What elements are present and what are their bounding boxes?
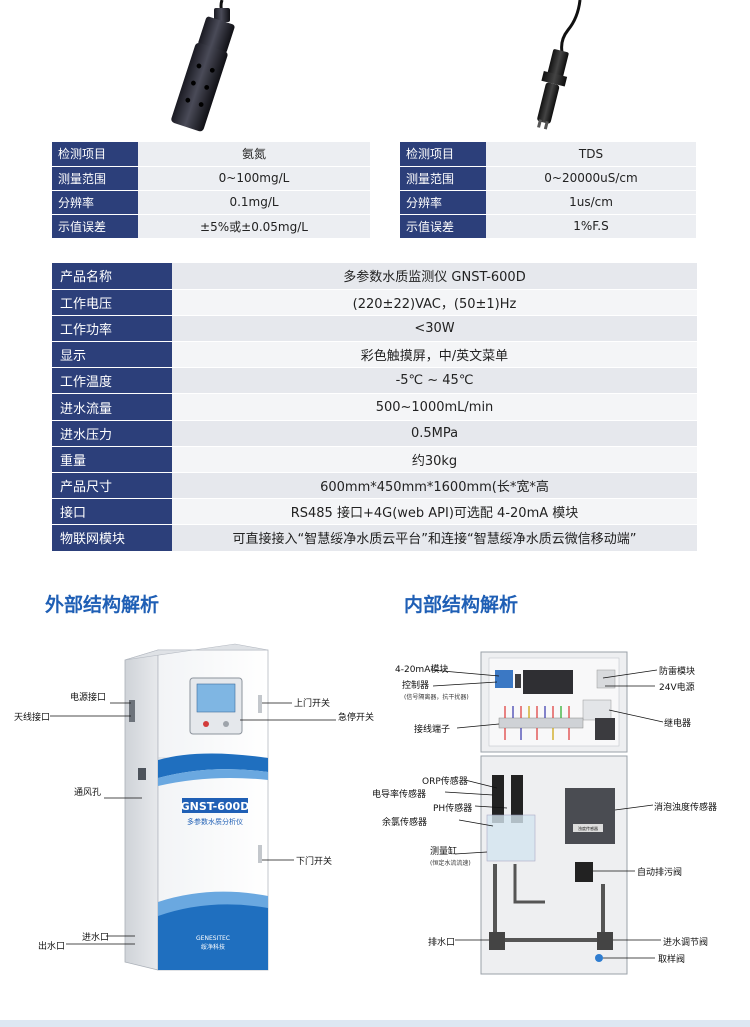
label-cylinder-note: (恒定水流流速) (430, 860, 471, 867)
label-24v-power: 24V电源 (659, 683, 695, 693)
ammonia-sensor-image (171, 0, 235, 132)
spec-key: 显示 (52, 341, 172, 369)
label-inlet-regulating-valve: 进水调节阀 (663, 938, 709, 948)
external-structure-title: 外部结构解析 (45, 594, 160, 616)
spec-value: 约30kg (172, 446, 697, 474)
label-auto-drain-valve: 自动排污阀 (637, 868, 683, 878)
spec-value: TDS (486, 142, 696, 167)
spec-key: 工作功率 (52, 315, 172, 343)
spec-value: 多参数水质监测仪 GNST-600D (172, 263, 697, 290)
label-measuring-cylinder: 测量缸 (430, 847, 458, 857)
label-relay: 继电器 (664, 719, 692, 729)
spec-value: -5℃ ~ 45℃ (172, 367, 697, 395)
internal-structure-diagram: 浊度传感器 (430, 651, 664, 975)
spec-value: 0~100mg/L (138, 166, 370, 191)
table-row: 示值误差±5%或±0.05mg/L (52, 214, 370, 239)
product-spec-table: 产品名称多参数水质监测仪 GNST-600D 工作电压(220±22)VAC，(… (52, 263, 697, 552)
label-controller: 控制器 (402, 681, 430, 691)
table-row: 检测项目氨氮 (52, 142, 370, 167)
spec-value: 可直接接入“智慧绥净水质云平台”和连接“智慧绥净水质云微信移动端” (172, 524, 697, 552)
spec-value: 0~20000uS/cm (486, 166, 696, 191)
spec-value: 500~1000mL/min (172, 393, 697, 421)
spec-key: 测量范围 (52, 166, 138, 191)
label-orp-sensor: ORP传感器 (422, 777, 468, 787)
turbidity-device-label: 浊度传感器 (578, 825, 598, 831)
spec-key: 进水流量 (52, 393, 172, 421)
model-badge: GNST-600D (181, 800, 250, 813)
spec-value: 0.5MPa (172, 420, 697, 447)
spec-key: 测量范围 (400, 166, 486, 191)
spec-value: 0.1mg/L (138, 190, 370, 215)
label-lightning-module: 防雷模块 (659, 667, 696, 677)
model-subtitle: 多参数水质分析仪 (187, 817, 243, 826)
label-420ma-module: 4-20mA模块 (395, 665, 449, 675)
spec-key: 检测项目 (400, 142, 486, 167)
spec-key: 分辨率 (52, 190, 138, 215)
spec-key: 示值误差 (52, 214, 138, 239)
spec-key: 检测项目 (52, 142, 138, 167)
label-antenna-port: 天线接口 (14, 713, 51, 723)
spec-key: 接口 (52, 498, 172, 526)
footer-band (0, 1020, 750, 1027)
label-conductivity-sensor: 电导率传感器 (372, 790, 427, 800)
external-cabinet-diagram: GNST-600D 多参数水质分析仪 GENESITEC 绥净科技 (50, 643, 336, 971)
spec-value: <30W (172, 315, 697, 343)
spec-key: 工作电压 (52, 289, 172, 316)
label-terminal-block: 接线端子 (414, 725, 451, 735)
spec-value: ±5%或±0.05mg/L (138, 214, 370, 239)
table-row: 工作电压(220±22)VAC，(50±1)Hz (52, 289, 697, 316)
label-sampling-valve: 取样阀 (658, 955, 686, 965)
spec-value: 彩色触摸屏，中/英文菜单 (172, 341, 697, 369)
label-water-outlet: 出水口 (38, 942, 66, 952)
spec-value: 1us/cm (486, 190, 696, 215)
label-upper-door-switch: 上门开关 (294, 699, 331, 709)
label-power-port: 电源接口 (70, 693, 107, 703)
label-water-inlet: 进水口 (82, 933, 110, 943)
spec-value: RS485 接口+4G(web API)可选配 4-20mA 模块 (172, 498, 697, 526)
label-vent: 通风孔 (74, 788, 102, 798)
label-drain-outlet: 排水口 (428, 938, 456, 948)
spec-key: 产品尺寸 (52, 472, 172, 500)
label-controller-note: (信号隔离器，抗干扰器) (404, 694, 469, 701)
table-row: 显示彩色触摸屏，中/英文菜单 (52, 341, 697, 369)
table-row: 工作功率<30W (52, 315, 697, 343)
table-row: 重量约30kg (52, 446, 697, 474)
label-chlorine-sensor: 余氯传感器 (382, 818, 428, 828)
label-ph-sensor: PH传感器 (433, 804, 473, 814)
internal-structure-title: 内部结构解析 (404, 594, 519, 616)
spec-key: 进水压力 (52, 420, 172, 447)
spec-key: 工作温度 (52, 367, 172, 395)
spec-value: 氨氮 (138, 142, 370, 167)
brand-name: GENESITEC (196, 935, 230, 942)
brand-name-cn: 绥净科技 (201, 943, 225, 951)
spec-key: 产品名称 (52, 263, 172, 290)
spec-value: 600mm*450mm*1600mm(长*宽*高 (172, 472, 697, 500)
table-row: 产品名称多参数水质监测仪 GNST-600D (52, 263, 697, 290)
label-lower-door-switch: 下门开关 (296, 857, 333, 867)
spec-value: (220±22)VAC，(50±1)Hz (172, 289, 697, 316)
spec-key: 示值误差 (400, 214, 486, 239)
spec-key: 物联网模块 (52, 524, 172, 552)
table-row: 物联网模块可直接接入“智慧绥净水质云平台”和连接“智慧绥净水质云微信移动端” (52, 524, 697, 552)
label-turbidity-sensor: 消泡浊度传感器 (654, 803, 718, 813)
spec-key: 重量 (52, 446, 172, 474)
tds-sensor-image (537, 0, 582, 130)
spec-value: 1%F.S (486, 214, 696, 239)
label-emergency-stop: 急停开关 (338, 713, 375, 723)
table-row: 工作温度-5℃ ~ 45℃ (52, 367, 697, 395)
spec-key: 分辨率 (400, 190, 486, 215)
